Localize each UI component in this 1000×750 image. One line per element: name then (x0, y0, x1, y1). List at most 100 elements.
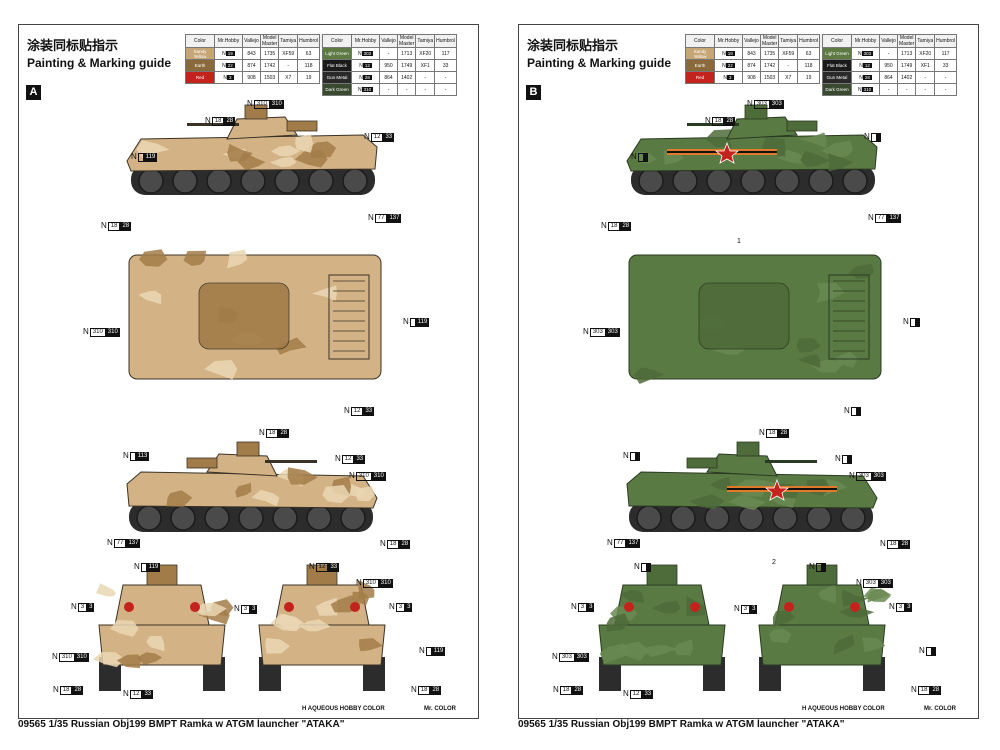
camo-patch (728, 495, 766, 511)
camo-patch (862, 637, 886, 653)
road-wheel (808, 168, 834, 194)
turret (206, 453, 278, 477)
camo-patch (269, 157, 297, 168)
color-swatch: Flat Black (822, 59, 853, 72)
sight-block (244, 104, 268, 120)
callout-code (425, 646, 432, 656)
callout-number: 28 (778, 428, 790, 438)
callout-prefix: N (52, 652, 58, 661)
callout-code: 12 (350, 406, 364, 416)
callout-prefix: N (411, 685, 417, 694)
callout-prefix: N (919, 646, 925, 655)
callout-code (909, 317, 916, 327)
camo-patch (709, 477, 731, 491)
callout-number: 28 (72, 685, 84, 695)
front-view (598, 564, 726, 691)
callout-prefix: N (380, 539, 386, 548)
road-wheel (672, 168, 698, 194)
front-view (92, 564, 234, 691)
camo-patch (251, 489, 280, 507)
col-header: Mr.Hobby (351, 34, 381, 48)
callout-code: 303 (558, 652, 575, 662)
callout-prefix: N (53, 685, 59, 694)
engine-deck (828, 274, 870, 360)
callout-prefix: N (389, 602, 395, 611)
side-view (626, 441, 878, 532)
camo-patch (275, 337, 307, 355)
callout-prefix: N (234, 604, 240, 613)
col-header: Vallejo (242, 34, 261, 48)
callout-number: 28 (930, 685, 942, 695)
atgm-launcher (286, 120, 318, 132)
callout-prefix: N (868, 213, 874, 222)
callout-code: 18 (386, 539, 400, 549)
callout-code (815, 562, 822, 572)
camo-patch (116, 654, 141, 669)
road-wheel (740, 168, 766, 194)
callout-prefix: N (403, 317, 409, 326)
callout-code: 18 (559, 685, 573, 695)
callout-code (129, 451, 136, 461)
gun-barrel (765, 460, 817, 463)
camo-patch (651, 600, 681, 614)
callout-code: 12 (341, 454, 355, 464)
title-chinese: 涂装同标贴指示 (527, 39, 619, 54)
mr-color-note: Mr. COLOR (424, 706, 457, 712)
callout-number: 303 (574, 652, 589, 662)
title-english: Painting & Marking guide (527, 56, 672, 70)
callout-prefix: N (903, 317, 909, 326)
camo-patch (768, 628, 792, 644)
camo-patch (818, 583, 837, 604)
callout-code: 3 (77, 602, 88, 612)
road-wheel (842, 168, 868, 194)
red-light (690, 602, 700, 612)
decal-callout: N (634, 562, 651, 572)
red-light (124, 602, 134, 612)
callout-code: 310 (253, 99, 270, 109)
callout-code (640, 562, 647, 572)
camo-patch (294, 150, 328, 168)
callout-prefix: N (83, 327, 89, 336)
callout-number: 119 (146, 562, 161, 572)
callout-number (643, 152, 648, 162)
callout-number: 137 (126, 538, 141, 548)
callout-code: 12 (315, 562, 329, 572)
callout-prefix: N (571, 602, 577, 611)
callout-prefix: N (759, 428, 765, 437)
callout-code: 77 (374, 213, 388, 223)
callout-code: 18 (917, 685, 931, 695)
callout-prefix: N (344, 406, 350, 415)
decal-callout: N (809, 562, 826, 572)
camo-patch (798, 132, 827, 149)
camo-patch (800, 150, 831, 168)
camo-patch (92, 652, 125, 668)
callout-number: 28 (899, 539, 911, 549)
callout-number: 310 (378, 578, 393, 588)
callout-code: 18 (607, 221, 621, 231)
red-light (850, 602, 860, 612)
callout-number: 119 (143, 152, 158, 162)
camo-patch (166, 490, 193, 507)
callout-prefix: N (107, 538, 113, 547)
camo-patch (235, 483, 252, 498)
col-header: Model Master (259, 34, 280, 48)
color-reference-table: Color Mr.Hobby Vallejo Model Master Tami… (685, 34, 958, 96)
camo-patch (226, 249, 248, 269)
decal-marker: 1 (737, 238, 741, 245)
